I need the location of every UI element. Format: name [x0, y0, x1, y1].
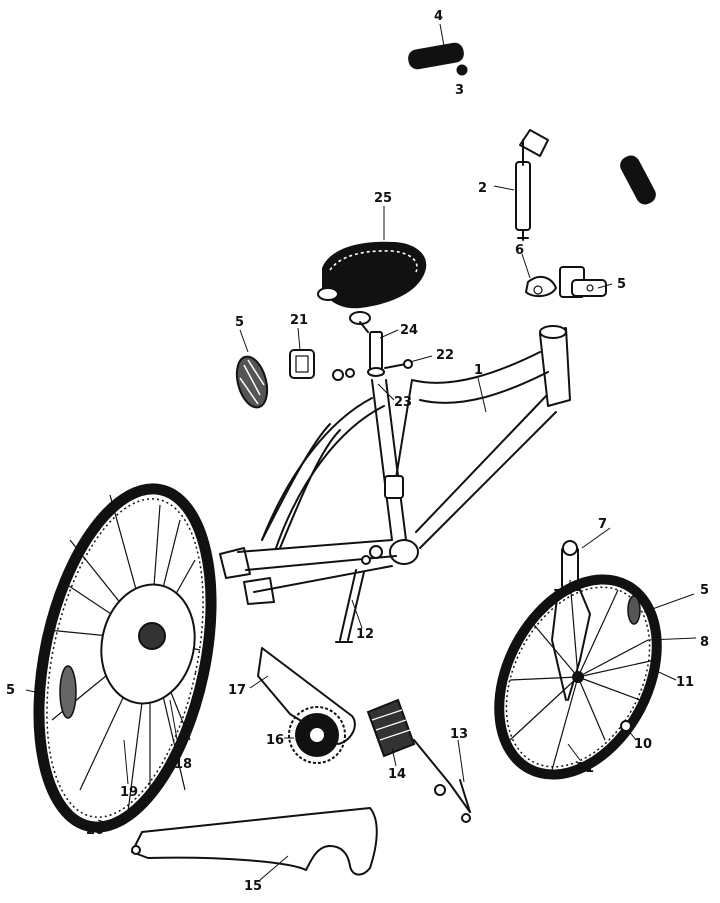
callout-1: 1: [474, 363, 483, 378]
bicycle-frame: [219, 325, 571, 605]
callout-23: 23: [394, 395, 412, 410]
callout-24: 24: [400, 323, 418, 338]
callout-8: 8: [700, 635, 709, 650]
seat-clamp-bolt: [332, 359, 413, 381]
callout-5b: 5: [235, 315, 244, 330]
callout-2: 2: [478, 181, 487, 196]
callout-15: 15: [244, 879, 262, 894]
rear-wheel-reflector: [59, 665, 77, 719]
callout-21: 21: [290, 313, 308, 328]
rear-reflector: [235, 355, 269, 409]
callout-20: 20: [86, 823, 104, 838]
callout-6: 6: [515, 243, 524, 258]
chainring: [288, 706, 346, 764]
reflector-bracket: [289, 349, 315, 379]
callout-16: 16: [266, 733, 284, 748]
callout-5d: 5: [700, 583, 709, 598]
callout-3: 3: [455, 83, 464, 98]
handlebar-stem: [515, 129, 549, 241]
handlebar: [408, 42, 656, 205]
callout-labels: 4 3 2 25 6 5 5 21 24 22 1 23 5 7 5 8 17 …: [6, 9, 709, 894]
callout-4: 4: [434, 9, 443, 24]
saddle: [317, 241, 427, 333]
callout-11b: 11: [576, 761, 594, 776]
callout-14: 14: [388, 767, 406, 782]
kickstand: [335, 569, 365, 643]
seat-post: [367, 331, 385, 377]
left-grip: [408, 42, 464, 70]
right-grip: [620, 155, 656, 205]
callout-19: 19: [120, 785, 138, 800]
callout-7: 7: [598, 517, 607, 532]
pedal: [366, 698, 416, 758]
callout-12: 12: [356, 627, 374, 642]
callout-18: 18: [174, 757, 192, 772]
callout-17: 17: [228, 683, 246, 698]
crank-arm: [413, 739, 471, 823]
front-wheel-reflector: [627, 595, 641, 625]
rear-fender: [131, 807, 378, 876]
rear-wheel: [33, 483, 217, 833]
callout-13: 13: [450, 727, 468, 742]
callout-22: 22: [436, 348, 454, 363]
axle-nut: [620, 720, 632, 732]
callout-11a: 11: [676, 675, 694, 690]
headset-clamp: [525, 266, 607, 298]
callout-5c: 5: [6, 683, 15, 698]
front-wheel: [494, 574, 662, 780]
callout-25: 25: [374, 191, 392, 206]
callout-5a: 5: [617, 277, 626, 292]
callout-10: 10: [634, 737, 652, 752]
leader-lines: [25, 23, 697, 881]
